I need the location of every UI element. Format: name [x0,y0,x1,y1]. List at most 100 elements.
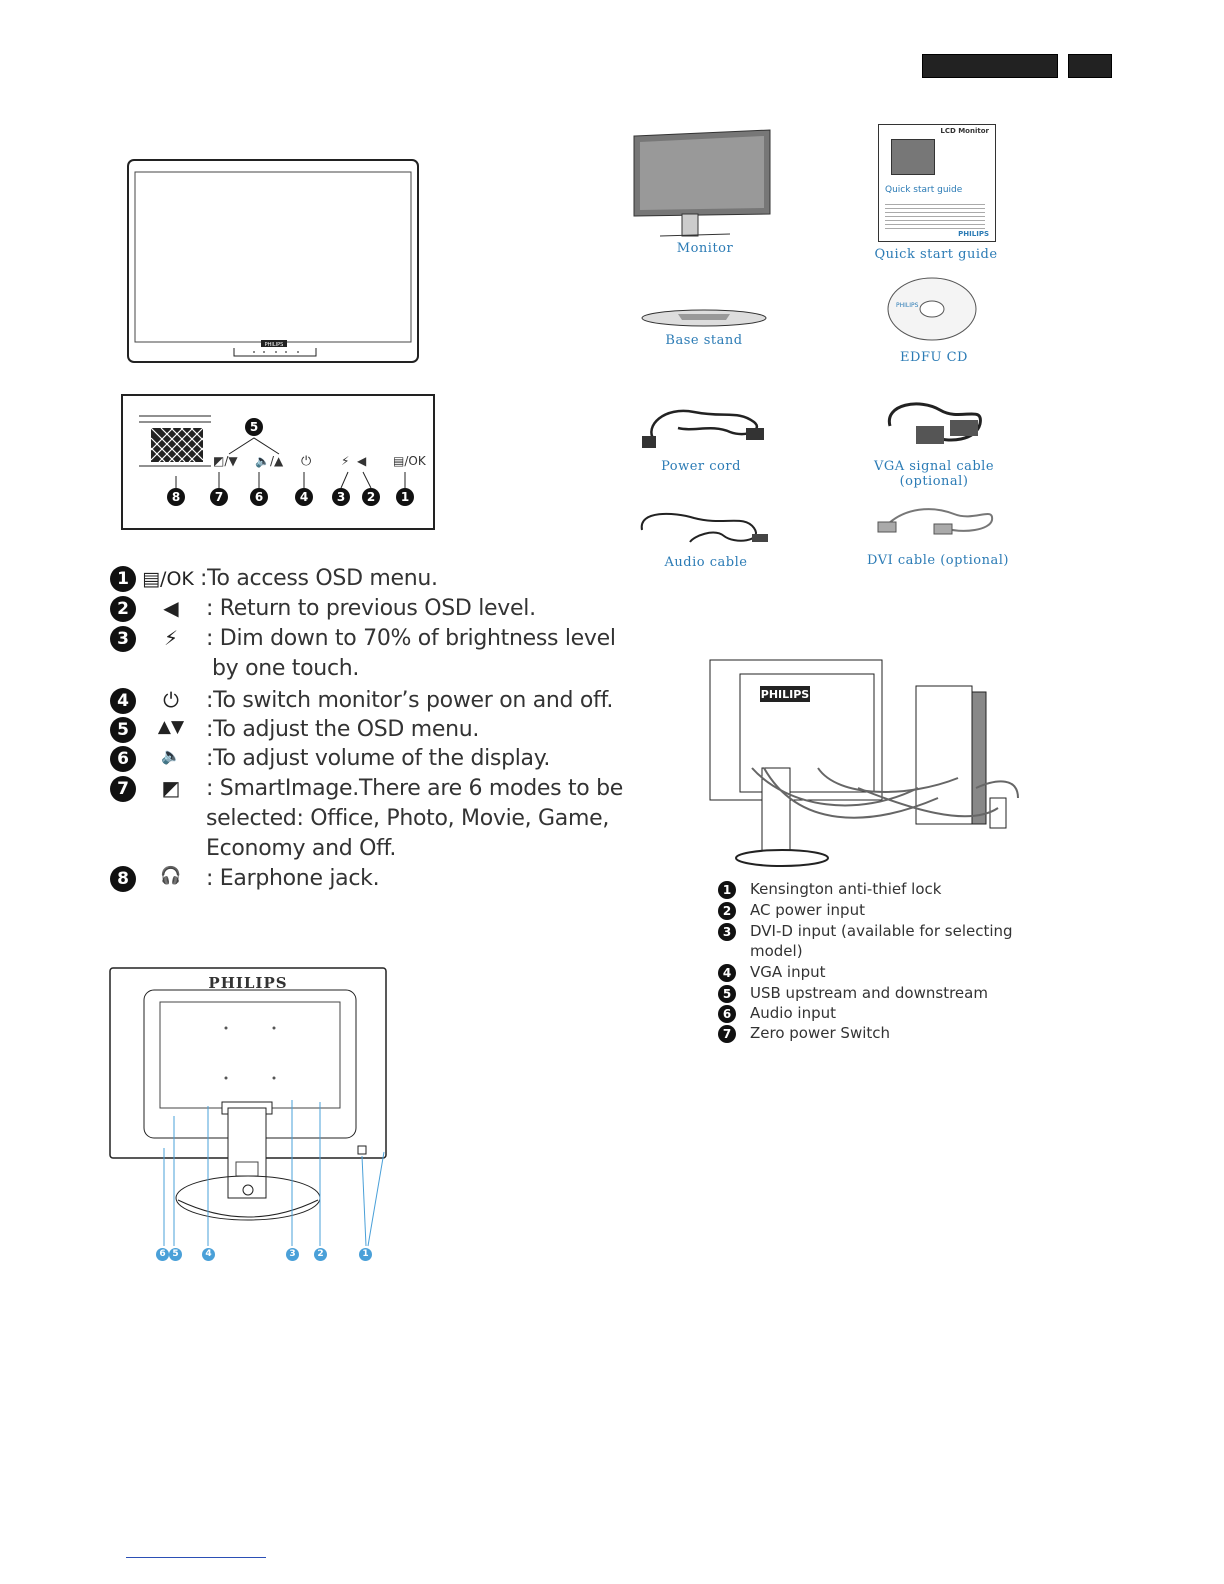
panel-callout-6: 6 [250,488,268,506]
control-item: 7 ◩ : SmartImage.There are 6 modes to be [110,776,623,802]
control-item: 3 ⚡ : Dim down to 70% of brightness leve… [110,626,616,652]
control-item: 2 ◀ : Return to previous OSD level. [110,596,536,622]
cd-brand: PHILIPS [896,302,919,309]
volume-button-label: 🔈/▲ [255,454,284,468]
connection-item: 2 AC power input [718,901,865,920]
rear-callout-3: 3 [286,1248,299,1261]
connection-text: USB upstream and downstream [750,984,988,1002]
control-item: 8 🎧 : Earphone jack. [110,866,380,892]
base-stand-image [641,309,767,327]
control-text: :To adjust the OSD menu. [206,717,480,742]
control-text: : Dim down to 70% of brightness level [206,626,616,651]
rear-callout-6: 6 [156,1248,169,1261]
power-icon: ⏻ [163,688,179,712]
connection-num: 5 [718,985,736,1003]
control-num: 7 [110,776,136,802]
volume-icon: 🔈 [161,746,181,765]
control-text: : Earphone jack. [206,866,380,891]
control-text: :To switch monitor’s power on and off. [206,688,614,713]
back-arrow-icon: ◀ [163,596,179,620]
rear-monitor-illustration: PHILIPS [109,967,387,1247]
power-cord-caption: Power cord [661,459,741,474]
connection-item: 7 Zero power Switch [718,1024,890,1043]
control-item: 6 🔈 :To adjust volume of the display. [110,746,550,772]
connection-item: 3 DVI-D input (available for selecting [718,922,1013,941]
control-num: 2 [110,596,136,622]
headphone-icon: 🎧 [160,866,182,886]
control-panel-diagram: ◩/▼ 🔈/▲ ⏻ ⚡ ◀ ▤/OK 5 8 7 6 4 3 2 1 [121,394,435,530]
control-item: 5 ▲▼ :To adjust the OSD menu. [110,717,479,743]
connection-text: VGA input [750,963,826,981]
control-text: : Return to previous OSD level. [206,596,536,621]
connection-brand: PHILIPS [761,688,810,701]
vga-cable-caption: VGA signal cable (optional) [873,459,995,489]
audio-cable-caption: Audio cable [664,555,748,570]
page-number-box [1068,54,1112,78]
cd-image: PHILIPS [886,276,978,342]
rear-callout-1: 1 [359,1248,372,1261]
control-text: :To access OSD menu. [200,566,438,591]
connection-item: 1 Kensington anti-thief lock [718,880,941,899]
power-cord-image [642,409,764,448]
front-brand: PHILIPS [265,342,284,348]
control-num: 5 [110,717,136,743]
control-text: : SmartImage.There are 6 modes to be [206,776,624,801]
menu-ok-button-label: ▤/OK [393,454,426,468]
monitor-caption: Monitor [676,241,734,256]
control-text-cont: selected: Office, Photo, Movie, Game, [206,806,610,831]
connection-text-cont: model) [750,942,803,960]
speaker-grille [139,415,211,467]
panel-callout-3: 3 [332,488,350,506]
rear-callout-5: 5 [169,1248,182,1261]
connection-diagram: PHILIPS [709,659,1019,867]
panel-callout-5: 5 [245,418,263,436]
panel-callout-1: 1 [396,488,414,506]
base-stand-caption: Base stand [665,333,743,348]
connection-text: DVI-D input (available for selecting [750,922,1013,940]
cd-caption: EDFU CD [900,350,968,365]
control-text: :To adjust volume of the display. [206,746,551,771]
menu-ok-icon: ▤/OK [142,568,194,590]
up-down-arrow-icon: ▲▼ [157,717,185,737]
panel-callout-8: 8 [167,488,185,506]
connection-num: 4 [718,964,736,982]
control-num: 8 [110,866,136,892]
control-item: 1 ▤/OK :To access OSD menu. [110,566,438,592]
rear-callout-2: 2 [314,1248,327,1261]
connection-text: Audio input [750,1004,836,1022]
rear-brand: PHILIPS [208,974,287,992]
connection-num: 1 [718,881,736,899]
dvi-cable-image [877,508,994,535]
control-num: 4 [110,688,136,714]
monitor-package-image [633,129,771,237]
connection-item: 4 VGA input [718,963,826,982]
connection-text: Zero power Switch [750,1024,891,1042]
panel-callout-7: 7 [210,488,228,506]
connection-num: 7 [718,1025,736,1043]
panel-callout-4: 4 [295,488,313,506]
panel-callout-2: 2 [362,488,380,506]
audio-cable-image [640,512,768,543]
control-num: 1 [110,566,136,592]
control-num: 6 [110,746,136,772]
control-text-cont: Economy and Off. [206,836,397,861]
connection-text: AC power input [750,901,865,919]
smartimage-button-label: ◩/▼ [213,454,238,468]
dim-button-label: ⚡ [341,454,350,468]
connection-item: 5 USB upstream and downstream [718,984,988,1003]
qsg-brand: PHILIPS [958,230,989,238]
qsg-caption: Quick start guide [874,247,998,262]
vga-cable-image [887,402,982,444]
front-monitor-illustration: PHILIPS [127,159,419,363]
dvi-cable-caption: DVI cable (optional) [867,553,1009,568]
quick-start-guide-image: LCD Monitor Quick start guide PHILIPS [878,124,996,242]
rear-callout-4: 4 [202,1248,215,1261]
footer-link-underline[interactable] [126,1557,266,1558]
control-item: 4 ⏻ :To switch monitor’s power on and of… [110,688,613,714]
connection-text: Kensington anti-thief lock [750,880,942,898]
power-button-label: ⏻ [301,454,312,469]
connection-item: 6 Audio input [718,1004,836,1023]
qsg-title: LCD Monitor [940,127,989,135]
control-text-cont: by one touch. [212,656,360,681]
back-button-label: ◀ [357,454,367,468]
